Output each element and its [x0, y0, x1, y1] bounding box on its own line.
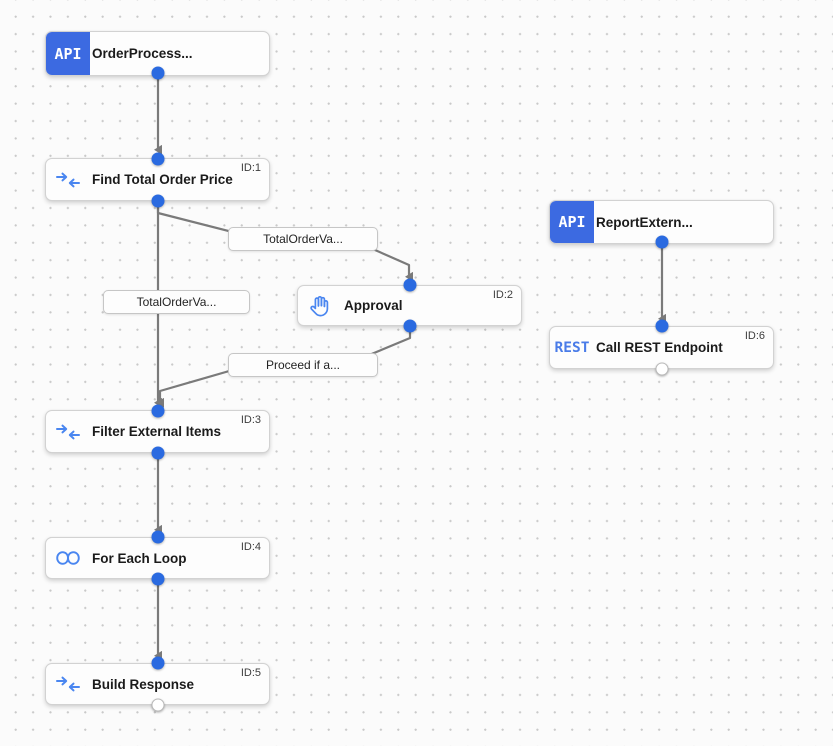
port-in-call-rest-endpoint[interactable]: [655, 319, 669, 333]
node-label-for-each-loop: For Each Loop: [92, 550, 187, 566]
edge-label-total-order-value-b[interactable]: TotalOrderVa...: [103, 290, 250, 314]
port-out-approval[interactable]: [403, 319, 417, 333]
node-id-build-response: ID:5: [240, 667, 261, 679]
node-for-each-loop[interactable]: For Each Loop ID:4: [45, 537, 270, 579]
node-order-process[interactable]: API OrderProcess...: [45, 31, 270, 76]
node-label-call-rest-endpoint: Call REST Endpoint: [596, 340, 723, 355]
port-out-build-response[interactable]: [151, 698, 165, 712]
node-label-report-extern: ReportExtern...: [596, 214, 693, 230]
node-id-filter-external-items: ID:3: [240, 414, 261, 426]
node-id-approval: ID:2: [492, 289, 513, 301]
node-build-response[interactable]: Build Response ID:5: [45, 663, 270, 705]
transform-arrows-icon: [46, 171, 90, 189]
node-id-for-each-loop: ID:4: [240, 541, 261, 553]
infinity-loop-icon: [46, 550, 90, 566]
port-out-for-each-loop[interactable]: [151, 572, 165, 586]
port-out-order-process[interactable]: [151, 66, 165, 80]
port-in-filter-external-items[interactable]: [151, 404, 165, 418]
node-id-call-rest-endpoint: ID:6: [744, 330, 765, 342]
node-label-approval: Approval: [344, 298, 403, 313]
port-in-for-each-loop[interactable]: [151, 530, 165, 544]
edge-label-proceed-if[interactable]: Proceed if a...: [228, 353, 378, 377]
node-label-filter-external-items: Filter External Items: [92, 424, 222, 439]
node-approval[interactable]: Approval ID:2: [297, 285, 522, 326]
api-badge-icon: API: [550, 201, 594, 243]
port-out-find-total-order-price[interactable]: [151, 194, 165, 208]
raised-hand-icon: [298, 295, 342, 317]
port-in-approval[interactable]: [403, 278, 417, 292]
node-label-build-response: Build Response: [92, 676, 195, 692]
port-out-call-rest-endpoint[interactable]: [655, 362, 669, 376]
rest-badge-icon: REST: [554, 339, 590, 356]
node-label-find-total-order-price: Find Total Order Price: [92, 172, 233, 187]
port-out-report-extern[interactable]: [655, 235, 669, 249]
node-label-order-process: OrderProcess...: [92, 46, 193, 61]
node-id-find-total-order-price: ID:1: [240, 162, 261, 174]
transform-arrows-icon: [46, 423, 90, 441]
port-in-find-total-order-price[interactable]: [151, 152, 165, 166]
api-badge-icon: API: [46, 32, 90, 75]
edge-label-total-order-value-a[interactable]: TotalOrderVa...: [228, 227, 378, 251]
port-in-build-response[interactable]: [151, 656, 165, 670]
port-out-filter-external-items[interactable]: [151, 446, 165, 460]
transform-arrows-icon: [46, 675, 90, 693]
